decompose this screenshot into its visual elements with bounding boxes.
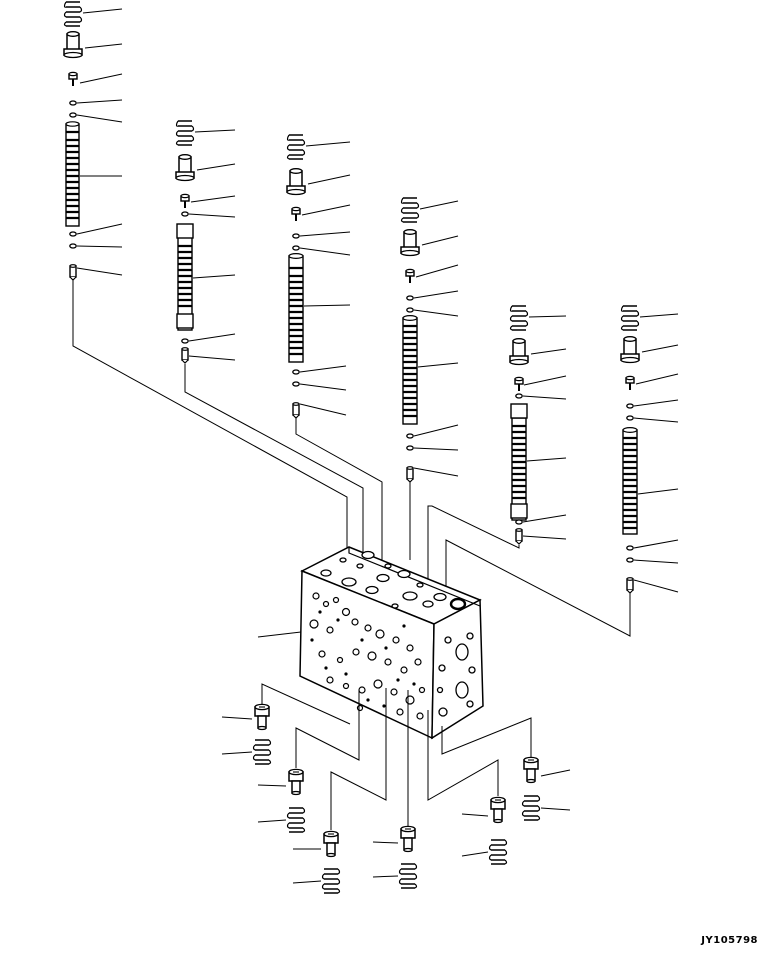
- assembly-lines-lower: [261, 683, 532, 830]
- spool-column-6: [620, 305, 679, 594]
- spool: [622, 427, 638, 535]
- spool-column-5: [509, 305, 567, 545]
- spool-column-4: [400, 197, 459, 483]
- spool: [65, 121, 80, 227]
- lower-set-5: [461, 796, 508, 866]
- valve-body: [257, 546, 484, 740]
- spool: [510, 403, 528, 521]
- spool-column-1: [63, 1, 123, 281]
- lower-set-3: [292, 830, 341, 895]
- spool-column-2: [175, 120, 236, 364]
- lower-set-6: [521, 756, 571, 822]
- spool: [402, 315, 418, 425]
- lower-set-4: [372, 825, 418, 890]
- lower-set-2: [257, 768, 306, 834]
- spool: [176, 223, 194, 331]
- assembly-lines-upper: [72, 280, 631, 637]
- lower-set-1: [221, 703, 272, 766]
- spool-column-3: [286, 134, 351, 419]
- drawing-code: JY105798: [701, 935, 758, 946]
- spool: [288, 253, 304, 363]
